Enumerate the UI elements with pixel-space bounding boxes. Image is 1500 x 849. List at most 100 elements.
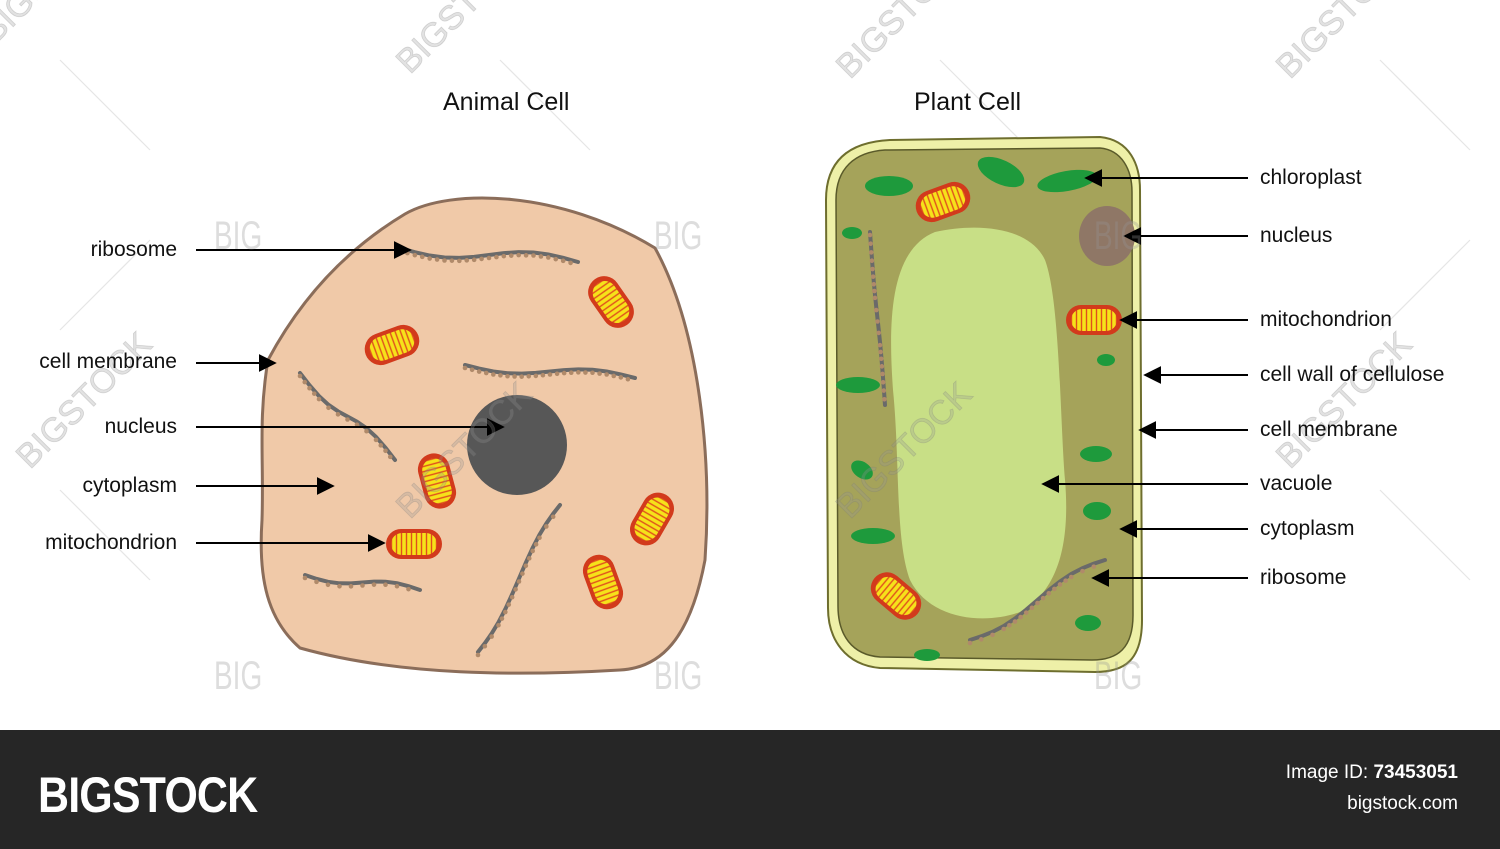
ribosome-bead	[1012, 619, 1018, 624]
watermark-line	[939, 59, 1031, 151]
watermark-line	[59, 59, 151, 151]
ribosome-bead	[1068, 574, 1074, 580]
ribosome-bead	[520, 571, 525, 576]
ribosome-bead	[1046, 591, 1052, 596]
ribosome-bead	[491, 372, 496, 377]
watermark-big: BIG	[1094, 654, 1143, 698]
ribosome-bead	[371, 582, 377, 587]
ribosome-bead	[526, 556, 532, 561]
animal-label-nucleus: nucleus	[104, 415, 177, 438]
ribosome-bead	[590, 370, 595, 376]
plant-mitochondria	[870, 181, 1122, 620]
watermark-bigstock: BIGSTOCK	[1269, 0, 1420, 86]
plant-label-mitochondrion: mitochondrion	[1260, 308, 1392, 331]
ribosome-bead	[348, 584, 354, 589]
watermark-bigstock: BIGSTOCK	[829, 0, 980, 86]
ribosome-bead	[561, 370, 567, 376]
ribosome-bead	[373, 437, 379, 443]
ribosome-bead	[544, 524, 549, 529]
ribosome-bead	[879, 364, 885, 369]
ribosome-bead	[325, 582, 331, 588]
watermark-line	[1379, 59, 1471, 151]
ribosome-bead	[496, 622, 501, 628]
plant-chloroplasts	[836, 156, 1115, 661]
ribosome-bead	[326, 405, 331, 411]
ribosome-bead	[868, 250, 874, 255]
ribosome-bead	[1007, 622, 1012, 628]
mitochondrion	[915, 181, 971, 223]
mitochondrion	[364, 324, 420, 366]
ribosome-bead	[501, 253, 507, 259]
mitochondrion-cristae	[634, 497, 670, 541]
ribosome-bead	[297, 373, 303, 379]
ribosome-bead	[360, 583, 365, 588]
ribosome-bead	[869, 258, 875, 264]
ribosome-bead	[1023, 610, 1029, 615]
ribosome-bead	[871, 281, 877, 287]
ribosome-bead	[383, 448, 388, 454]
ribosome-bead	[314, 579, 319, 585]
chloroplast	[851, 460, 873, 480]
watermark-bigstock: BIGSTOCK	[1269, 325, 1420, 476]
ribosome-bead	[383, 582, 388, 587]
ribosome-bead	[877, 342, 883, 348]
ribosome-bead	[498, 373, 503, 378]
mitochondrion	[870, 572, 922, 620]
animal-label-ribosome: ribosome	[90, 238, 177, 261]
ribosome-bead	[560, 258, 566, 264]
ribosome-bead	[880, 379, 886, 385]
ribosome-bead	[1018, 614, 1023, 620]
plant-label-cell-membrane: cell membrane	[1260, 418, 1398, 441]
mitochondrion-cristae	[369, 329, 415, 361]
ribosome-bead	[307, 385, 312, 391]
watermark-big: BIG	[214, 654, 263, 698]
ribosome-strand	[476, 503, 562, 654]
image-id: Image ID: 73453051	[1286, 762, 1458, 784]
watermark-big: BIG	[1094, 214, 1143, 258]
plant-cell	[824, 135, 1144, 674]
mitochondrion-cristae	[587, 559, 619, 605]
animal-cell	[259, 196, 709, 675]
mitochondrion	[386, 529, 442, 559]
ribosome-bead	[868, 241, 873, 247]
ribosome-bead	[533, 542, 539, 547]
ribosome-bead	[412, 252, 418, 258]
ribosome-bead	[434, 257, 440, 262]
ribosome-strand	[303, 573, 422, 592]
mitochondrion-cristae	[1071, 309, 1117, 331]
plant-label-vacuole: vacuole	[1260, 472, 1333, 495]
ribosome-bead	[882, 396, 887, 402]
chloroplast	[1083, 502, 1111, 520]
ribosome-bead	[583, 370, 588, 375]
ribosome-bead	[489, 634, 494, 639]
ribosome-bead	[625, 376, 631, 382]
ribosome-bead	[881, 388, 887, 393]
ribosome-strand	[463, 363, 637, 380]
footer-site-link[interactable]: bigstock.com	[1347, 793, 1458, 814]
ribosome-strand	[868, 230, 887, 407]
ribosome-bead	[537, 535, 542, 541]
mitochondrion	[588, 276, 634, 328]
ribosome-bead	[553, 256, 559, 262]
ribosome-bead	[872, 288, 877, 294]
ribosome-bead	[419, 254, 425, 260]
ribosome-bead	[1029, 605, 1035, 611]
ribosome-bead	[880, 371, 885, 377]
watermark-big: BIG	[214, 214, 263, 258]
chloroplast	[1075, 615, 1101, 631]
ribosome-bead	[337, 584, 342, 589]
chloroplast	[1037, 169, 1097, 193]
watermark-line	[59, 489, 151, 581]
plant-nucleus	[1079, 206, 1135, 266]
mitochondrion	[582, 554, 624, 610]
watermark-big: BIG	[654, 214, 703, 258]
ribosome-bead	[611, 373, 617, 379]
ribosome-bead	[1052, 586, 1057, 592]
animal-label-cytoplasm: cytoplasm	[82, 474, 177, 497]
ribosome-bead	[505, 373, 510, 379]
ribosome-bead	[538, 254, 544, 259]
ribosome-bead	[519, 374, 524, 379]
ribosome-bead	[364, 428, 369, 434]
ribosome-bead	[394, 583, 400, 589]
